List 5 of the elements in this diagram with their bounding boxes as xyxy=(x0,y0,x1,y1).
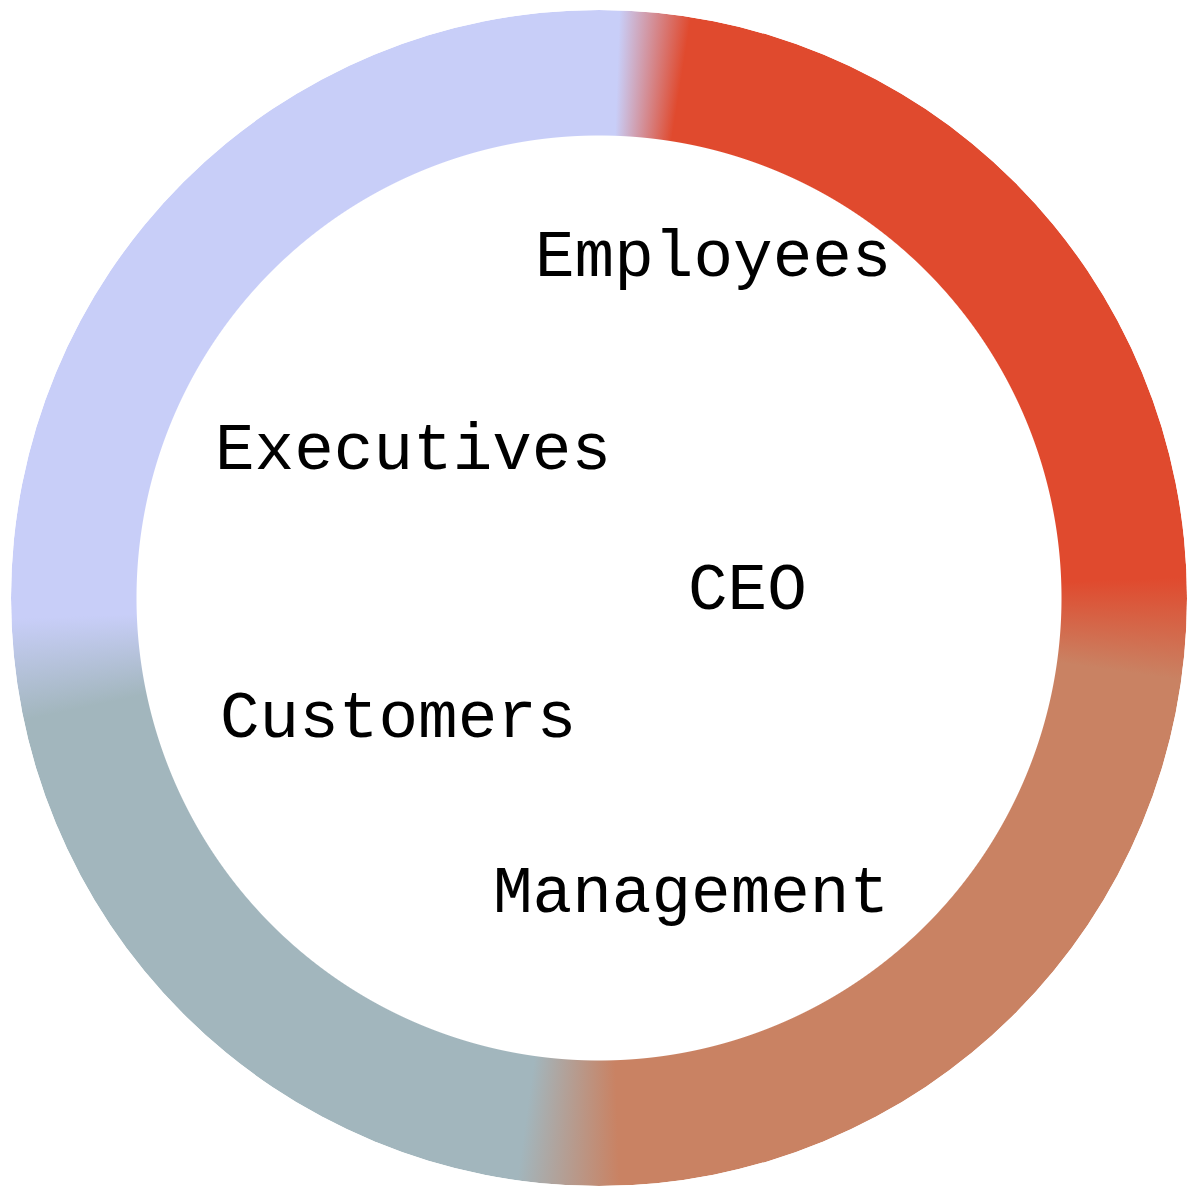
ring-label: Customers xyxy=(220,687,577,753)
ring-label: Employees xyxy=(535,226,892,292)
ring-label: CEO xyxy=(688,559,807,625)
ring-label: Management xyxy=(493,862,890,928)
ring-label: Executives xyxy=(215,419,612,485)
